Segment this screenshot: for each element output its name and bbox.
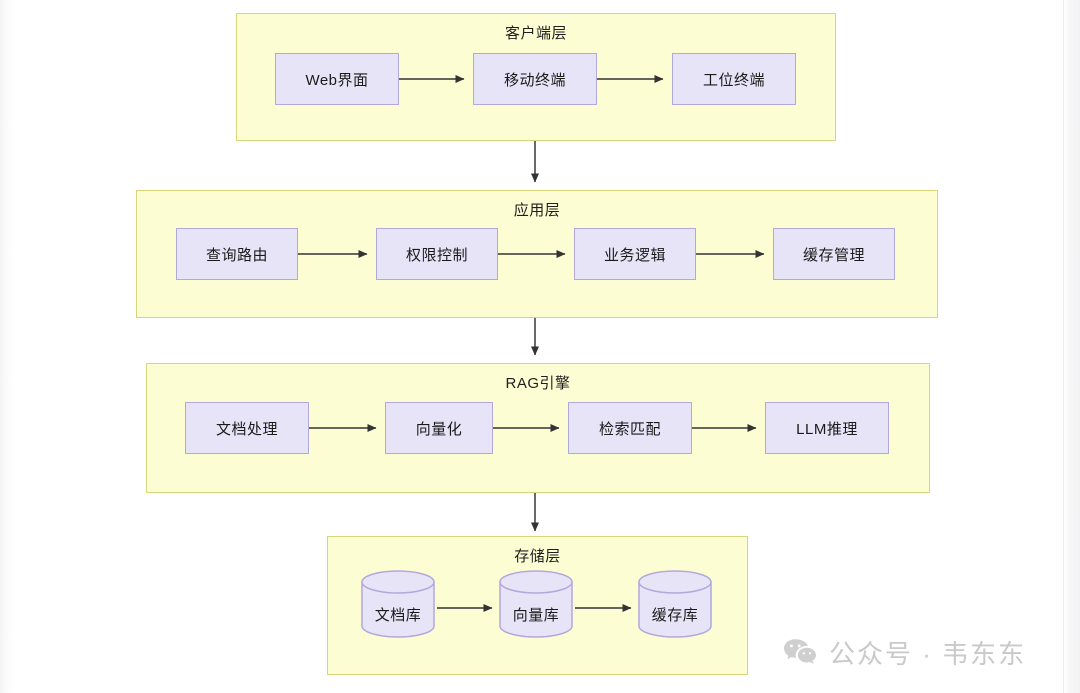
layer-title-client: 客户端层 xyxy=(504,25,567,42)
watermark-text: 公众号 · 韦东东 xyxy=(829,639,1027,669)
node-workstation-terminal[interactable]: 工位终端 xyxy=(672,53,796,105)
node-query-routing[interactable]: 查询路由 xyxy=(176,228,298,280)
layer-title-storage: 存储层 xyxy=(514,548,561,565)
node-label: 工位终端 xyxy=(702,71,765,89)
node-label: LLM推理 xyxy=(796,420,858,438)
node-web-ui[interactable]: Web界面 xyxy=(275,53,399,105)
node-document-store[interactable]: 文档库 xyxy=(361,570,435,638)
node-document-processing[interactable]: 文档处理 xyxy=(185,402,309,454)
layer-title-rag-engine: RAG引擎 xyxy=(505,375,571,392)
cylinder-icon xyxy=(499,570,573,638)
node-permission-control[interactable]: 权限控制 xyxy=(376,228,498,280)
node-vector-store[interactable]: 向量库 xyxy=(499,570,573,638)
watermark: 公众号 · 韦东东 xyxy=(783,634,1026,671)
node-mobile-terminal[interactable]: 移动终端 xyxy=(473,53,597,105)
layer-title-application: 应用层 xyxy=(513,202,561,219)
cylinder-icon xyxy=(638,570,712,638)
node-label: 移动终端 xyxy=(503,71,566,89)
node-label: 权限控制 xyxy=(405,246,468,264)
node-label: 文档处理 xyxy=(215,420,278,438)
node-label: 缓存库 xyxy=(651,607,699,624)
node-label: Web界面 xyxy=(305,71,369,89)
node-vectorization[interactable]: 向量化 xyxy=(385,402,493,454)
node-label: 向量化 xyxy=(415,420,463,438)
node-cache-store[interactable]: 缓存库 xyxy=(638,570,712,638)
cylinder-icon xyxy=(361,570,435,638)
node-label: 业务逻辑 xyxy=(603,246,666,264)
node-retrieval-matching[interactable]: 检索匹配 xyxy=(568,402,692,454)
node-label: 向量库 xyxy=(512,607,560,624)
node-cache-management[interactable]: 缓存管理 xyxy=(773,228,895,280)
node-label: 缓存管理 xyxy=(802,246,865,264)
node-business-logic[interactable]: 业务逻辑 xyxy=(574,228,696,280)
page-edge-right xyxy=(1063,0,1080,693)
node-label: 查询路由 xyxy=(205,246,268,264)
node-label: 检索匹配 xyxy=(598,420,661,438)
page-edge-left xyxy=(0,0,14,693)
node-llm-inference[interactable]: LLM推理 xyxy=(765,402,889,454)
node-label: 文档库 xyxy=(374,607,422,624)
wechat-icon xyxy=(784,638,816,664)
